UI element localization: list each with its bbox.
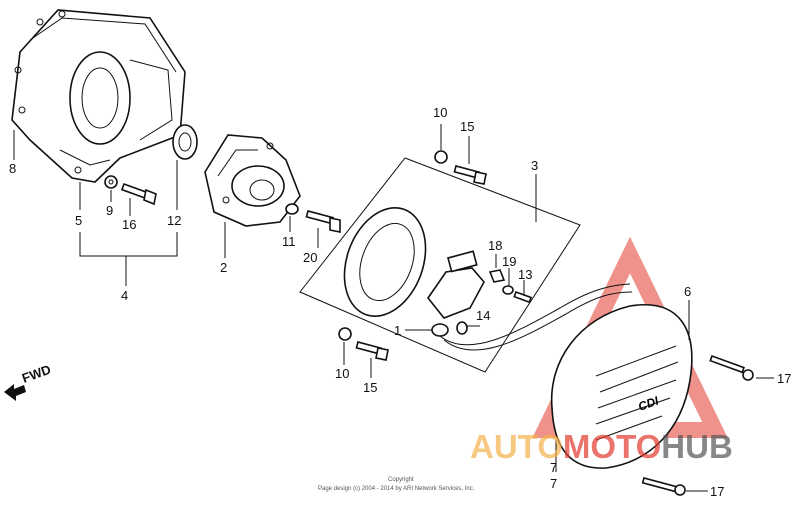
bolt-16-part — [120, 182, 157, 206]
bolt-20-part — [305, 210, 341, 233]
part-number-17-top: 17 — [777, 371, 791, 386]
part-number-18: 18 — [488, 238, 502, 253]
part-number-17-bottom: 17 — [710, 484, 724, 499]
watermark-moto: MOTO — [563, 428, 661, 465]
part-number-8: 8 — [9, 161, 16, 176]
stator-base-part — [204, 134, 301, 227]
collar-14-part — [456, 321, 468, 335]
watermark-hub: HUB — [661, 428, 733, 465]
cdi-unit-part — [427, 250, 485, 337]
washer-10-top-part — [434, 150, 448, 164]
part-number-labels: 8 5 9 16 12 4 2 11 20 10 15 3 18 19 13 1… — [9, 105, 791, 499]
part-number-13: 13 — [518, 267, 532, 282]
watermark-auto: AUTO — [470, 428, 563, 465]
generator-cover-part: CDI — [550, 304, 693, 469]
nut-18-part — [488, 269, 506, 283]
copyright-line1: Copyright — [388, 477, 414, 483]
part-number-7-upper: 7 — [550, 460, 557, 475]
fwd-arrow: FWD — [4, 362, 53, 401]
part-number-9: 9 — [106, 203, 113, 218]
washer-19-part — [502, 285, 514, 295]
part-number-12: 12 — [167, 213, 181, 228]
part-number-5: 5 — [75, 213, 82, 228]
washer-9-part — [104, 175, 118, 189]
copyright-notice: Copyright Page design (c) 2004 - 2014 by… — [318, 477, 475, 492]
oil-seal-part — [172, 124, 198, 160]
watermark-text: AUTOMOTOHUB — [470, 428, 733, 465]
svg-text:AUTOMOTOHUB: AUTOMOTOHUB — [470, 428, 733, 465]
part-number-15-top: 15 — [460, 119, 474, 134]
part-number-3: 3 — [531, 158, 538, 173]
group-3-outline — [299, 157, 581, 373]
part-number-10-top: 10 — [433, 105, 447, 120]
screw-13-part — [513, 290, 533, 304]
fwd-label: FWD — [20, 362, 53, 386]
bolt-15-bottom-part — [355, 341, 389, 361]
wire-harness-part — [439, 283, 633, 351]
part-number-19: 19 — [502, 254, 516, 269]
copyright-line2: Page design (c) 2004 - 2014 by ARI Netwo… — [318, 486, 475, 492]
part-number-11: 11 — [282, 234, 296, 249]
part-number-4: 4 — [121, 288, 128, 303]
bolt-15-top-part — [453, 165, 487, 185]
crankcase-cover-part — [11, 9, 186, 183]
screw-17-bottom-part — [641, 477, 686, 496]
part-number-1: 1 — [394, 323, 401, 338]
leader-lines — [13, 124, 774, 492]
washer-10-bottom-part — [338, 327, 352, 341]
part-number-7-lower: 7 — [550, 476, 557, 491]
part-number-2: 2 — [220, 260, 227, 275]
cover-cdi-text: CDI — [636, 393, 661, 413]
gasket-part — [343, 206, 427, 318]
part-number-10-bottom: 10 — [335, 366, 349, 381]
washer-11-part — [285, 203, 299, 215]
part-number-20: 20 — [303, 250, 317, 265]
part-number-15-bottom: 15 — [363, 380, 377, 395]
screw-17-top-part — [709, 354, 754, 381]
part-number-16: 16 — [122, 217, 136, 232]
part-number-6: 6 — [684, 284, 691, 299]
part-number-14: 14 — [476, 308, 490, 323]
